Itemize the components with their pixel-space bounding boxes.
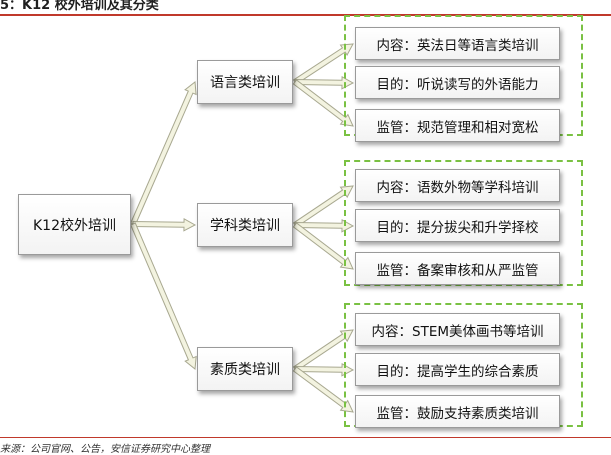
arrow-root-to-quality bbox=[130, 222, 197, 370]
detail-regulation-language: 监管：规范管理和相对宽松 bbox=[355, 109, 560, 142]
detail-purpose-quality: 目的：提高学生的综合素质 bbox=[355, 353, 560, 386]
arrow-root-to-subject bbox=[132, 217, 197, 232]
category-node-language: 语言类培训 bbox=[197, 60, 293, 104]
source-note: 来源：公司官网、公告，安信证券研究中心整理 bbox=[0, 444, 210, 455]
group-subject bbox=[344, 160, 583, 286]
category-node-quality: 素质类培训 bbox=[197, 347, 293, 391]
detail-purpose-language: 目的：听说读写的外语能力 bbox=[355, 66, 560, 99]
arrow-root-to-language bbox=[130, 81, 197, 226]
detail-content-quality: 内容：STEM美体画书等培训 bbox=[355, 313, 560, 346]
figure-title-bar: 5：K12 校外培训及其分类 bbox=[0, 0, 611, 16]
root-node: K12校外培训 bbox=[18, 194, 131, 255]
arrow-language-detail-2 bbox=[294, 75, 355, 90]
arrow-subject-detail-2 bbox=[294, 218, 355, 233]
category-node-subject: 学科类培训 bbox=[197, 203, 293, 247]
arrow-language-detail-3 bbox=[292, 79, 354, 127]
arrow-quality-detail-2 bbox=[294, 362, 355, 377]
arrow-subject-detail-3 bbox=[292, 222, 354, 270]
footer-divider bbox=[0, 437, 611, 438]
detail-regulation-subject: 监管：备案审核和从严监管 bbox=[355, 252, 560, 285]
detail-purpose-subject: 目的：提分拔尖和升学择校 bbox=[355, 209, 560, 242]
detail-regulation-quality: 监管：鼓励支持素质类培训 bbox=[355, 395, 560, 428]
detail-content-language: 内容：英法日等语言类培训 bbox=[355, 27, 560, 60]
detail-content-subject: 内容：语数外物等学科培训 bbox=[355, 169, 560, 202]
figure-title: 5：K12 校外培训及其分类 bbox=[0, 0, 159, 13]
arrow-quality-detail-3 bbox=[292, 366, 354, 413]
